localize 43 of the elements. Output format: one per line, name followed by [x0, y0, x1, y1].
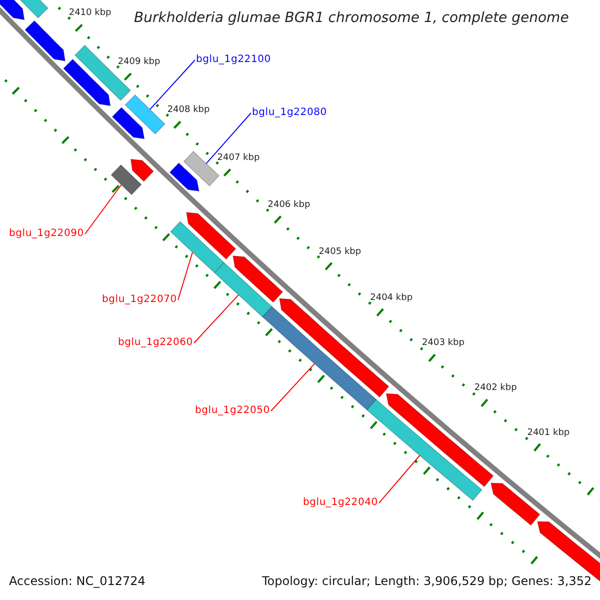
scale-label: 2407 kbp — [217, 154, 260, 163]
gene-bar — [170, 221, 224, 274]
gene-bar — [112, 107, 145, 140]
gene-bar — [130, 158, 154, 182]
leader-line — [206, 112, 252, 164]
gene-label: bglu_1g22080 — [252, 108, 327, 118]
leader-line — [149, 60, 196, 110]
title: Burkholderia glumae BGR1 chromosome 1, complete genome — [134, 11, 569, 25]
leader-line — [178, 252, 193, 300]
genome-stats-text: Topology: circular; Length: 3,906,529 bp; Genes: 3,352 — [262, 575, 592, 587]
gene-bar — [490, 482, 540, 526]
scale-label: 2408 kbp — [167, 106, 210, 116]
scale-label: 2406 kbp — [268, 201, 310, 210]
gene-bar — [24, 20, 66, 62]
accession-text: Accession: NC_012724 — [9, 575, 146, 587]
gene-label: bglu_1g22070 — [102, 295, 177, 305]
gene-bar — [169, 162, 200, 192]
scale-label: 2405 kbp — [318, 248, 362, 257]
gene-bar — [232, 256, 284, 303]
gene-bar — [18, 0, 48, 18]
gene-bar — [386, 393, 494, 488]
gene-label: bglu_1g22100 — [196, 55, 271, 65]
leader-line — [378, 455, 420, 504]
gene-label: bglu_1g22040 — [303, 498, 378, 508]
scale-label: 2401 kbp — [527, 428, 570, 438]
gene-bar — [110, 164, 142, 196]
leader-line — [84, 184, 122, 234]
gene-bar — [186, 212, 236, 260]
gene-label: bglu_1g22060 — [118, 338, 193, 348]
leader-line — [194, 294, 239, 344]
scale-label: 2410 kbp — [68, 9, 112, 18]
leader-line — [270, 363, 316, 412]
scale-label: 2403 kbp — [422, 339, 464, 348]
gene-label: bglu_1g22090 — [9, 229, 84, 239]
gene-bar — [279, 298, 390, 398]
gene-label: bglu_1g22050 — [195, 406, 270, 416]
gene-bar — [124, 94, 166, 134]
gene-bar — [214, 262, 272, 318]
scale-label: 2404 kbp — [370, 294, 413, 303]
scale-label: 2409 kbp — [118, 58, 160, 68]
scale-label: 2402 kbp — [474, 384, 517, 394]
gene-bar — [63, 58, 111, 106]
gene-bar — [0, 0, 25, 20]
